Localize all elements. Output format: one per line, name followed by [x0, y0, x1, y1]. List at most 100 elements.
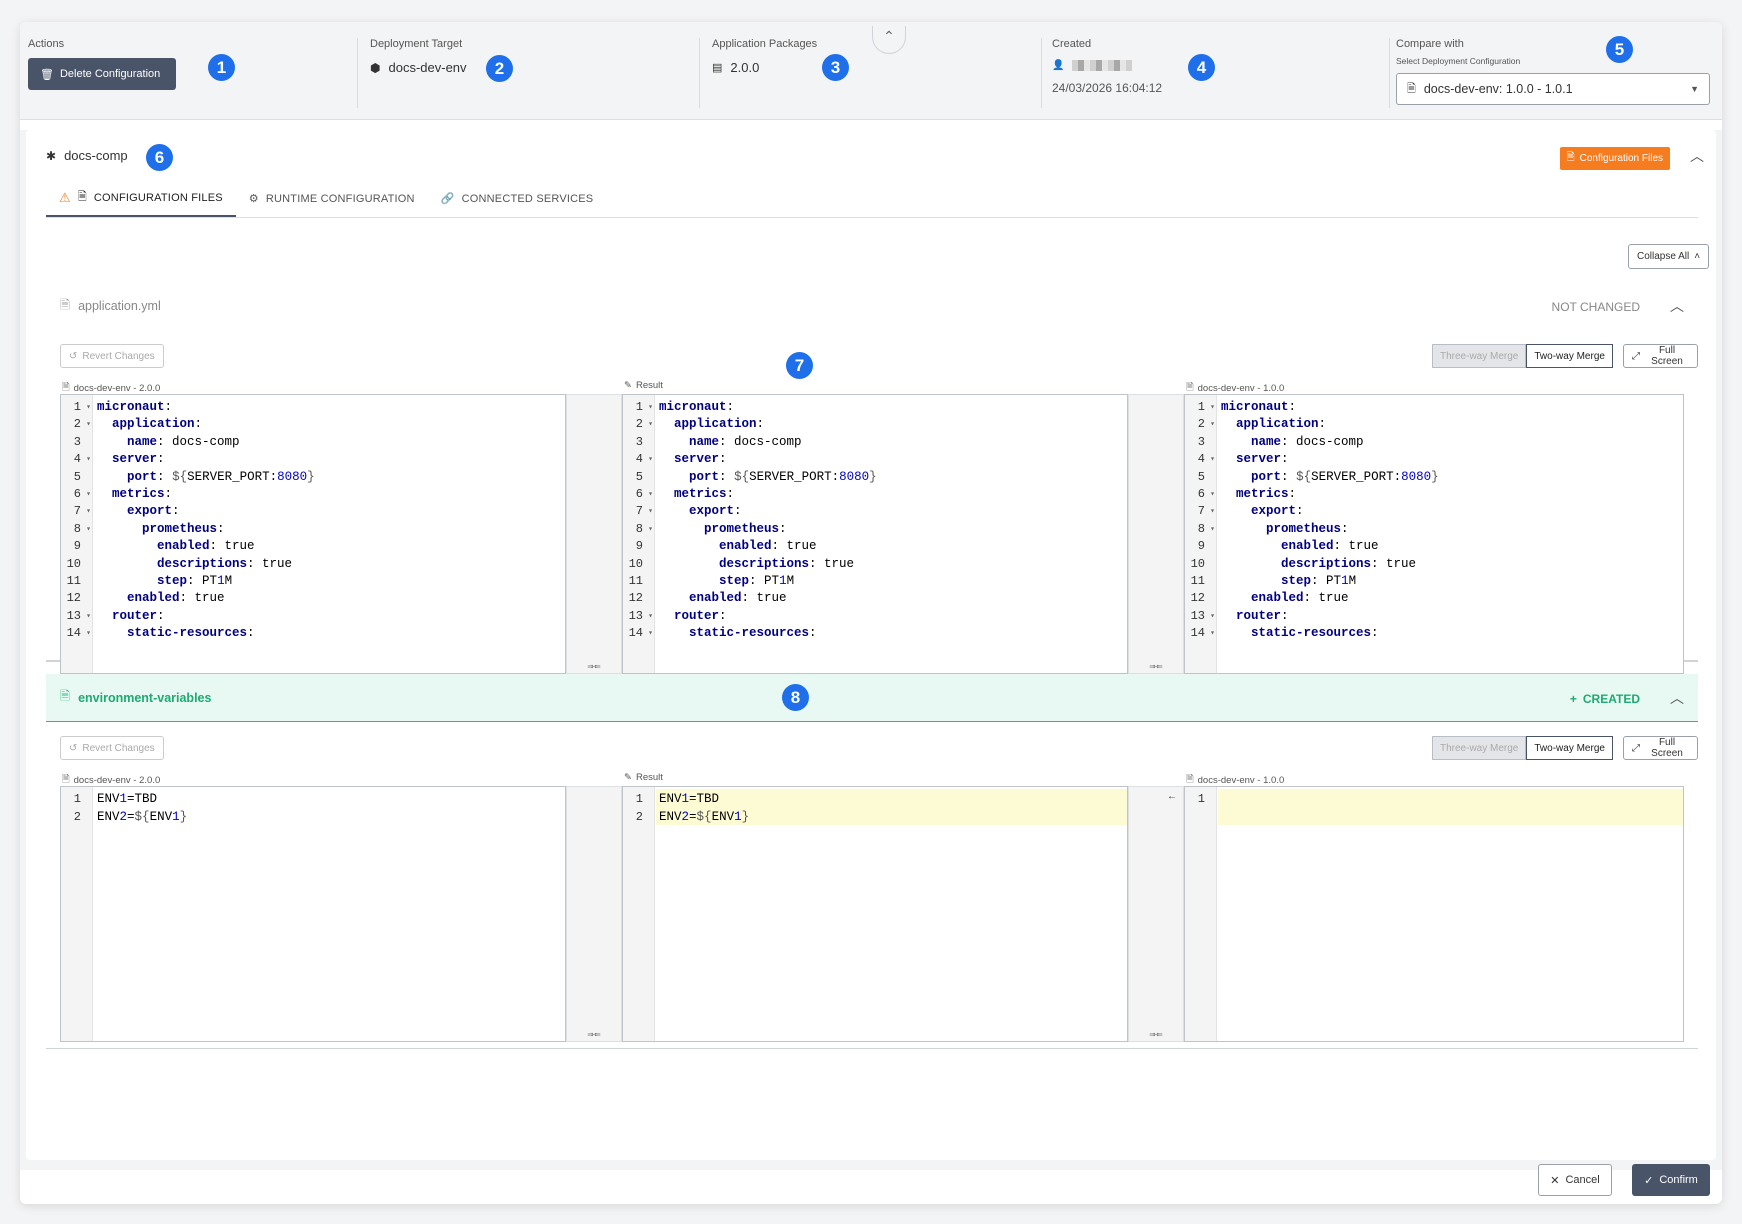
revert-changes-button[interactable]: ↺ Revert Changes — [60, 344, 164, 368]
fold-arrow-icon[interactable]: ▾ — [1210, 420, 1215, 430]
file-icon: 🗎 — [62, 774, 70, 785]
fold-arrow-icon[interactable]: ▾ — [1210, 524, 1215, 534]
collapse-file-chevron-icon[interactable]: ︿ — [1670, 690, 1684, 706]
file-header[interactable]: 🗎 environment-variables — [46, 674, 1698, 722]
line-number: 6▾ — [61, 485, 93, 504]
cancel-button[interactable]: ✕ Cancel — [1538, 1164, 1612, 1196]
fold-arrow-icon[interactable]: ▾ — [1210, 507, 1215, 517]
merge-arrows-icon[interactable]: ⇒⇐ — [587, 1030, 601, 1039]
code-line: application: — [112, 417, 203, 432]
line-number: 3 — [1197, 434, 1205, 449]
fold-arrow-icon[interactable]: ▾ — [1210, 611, 1215, 621]
right-code-editor[interactable]: 1▾micronaut:2▾ application:3 name: docs-… — [1184, 394, 1684, 674]
code-line: port: ${SERVER_PORT:8080} — [1251, 469, 1439, 484]
three-way-merge-option[interactable]: Three-way Merge — [1432, 344, 1527, 368]
merge-arrows-icon[interactable]: ⇒⇐ — [587, 662, 601, 671]
line-number: 8▾ — [61, 520, 93, 539]
two-way-merge-option[interactable]: Two-way Merge — [1526, 736, 1613, 760]
fold-arrow-icon[interactable]: ▾ — [648, 507, 653, 517]
line-number: 11 — [1190, 574, 1205, 588]
line-number: 13▾ — [61, 607, 93, 626]
tab-configuration-files[interactable]: ⚠ 🗎 CONFIGURATION FILES — [46, 180, 236, 217]
fold-arrow-icon[interactable]: ▾ — [648, 629, 653, 639]
result-code-editor[interactable]: 1▾micronaut:2▾ application:3 name: docs-… — [622, 394, 1128, 674]
fold-arrow-icon[interactable]: ▾ — [648, 524, 653, 534]
puzzle-icon: ✱ — [46, 148, 57, 163]
user-icon: 👤 — [1052, 60, 1065, 71]
component-title[interactable]: ✱ docs-comp — [46, 148, 128, 163]
file-icon: 🗎 — [77, 191, 87, 203]
line-number: 1 — [635, 792, 643, 806]
fold-arrow-icon[interactable]: ▾ — [86, 611, 91, 621]
file-header[interactable]: 🗎 application.yml — [46, 282, 1698, 330]
file-status: + CREATED — [1569, 692, 1640, 706]
merge-mode-toggle: Three-way Merge Two-way Merge — [1432, 344, 1613, 368]
fold-arrow-icon[interactable]: ▾ — [86, 455, 91, 465]
two-way-merge-option[interactable]: Two-way Merge — [1526, 344, 1613, 368]
full-screen-button[interactable]: ⤢ Full Screen — [1623, 736, 1698, 760]
merge-arrows-icon[interactable]: ⇒⇐ — [1149, 1030, 1163, 1039]
fold-arrow-icon[interactable]: ▾ — [86, 403, 91, 412]
confirm-button[interactable]: ✓ Confirm — [1632, 1164, 1710, 1196]
delete-configuration-button[interactable]: 🗑 Delete Configuration — [28, 58, 177, 90]
expand-icon: ⤢ — [1632, 350, 1640, 362]
fold-arrow-icon[interactable]: ▾ — [1210, 403, 1215, 412]
fold-arrow-icon[interactable]: ▾ — [648, 403, 653, 412]
full-screen-button[interactable]: ⤢ Full Screen — [1623, 344, 1698, 368]
fold-arrow-icon[interactable]: ▾ — [86, 629, 91, 639]
compare-configuration-select[interactable]: 🗎 docs-dev-env: 1.0.0 - 1.0.1 ▼ — [1396, 73, 1710, 105]
fold-arrow-icon[interactable]: ▾ — [86, 507, 91, 517]
actions-label: Actions — [28, 38, 65, 50]
right-code-editor[interactable]: 1 — [1184, 786, 1684, 1042]
changed-lines-highlight — [656, 789, 1127, 825]
fold-arrow-icon[interactable]: ▾ — [86, 420, 91, 430]
code-line: descriptions: true — [719, 556, 855, 571]
arrow-left-icon[interactable]: ← — [1167, 791, 1177, 802]
fold-arrow-icon[interactable]: ▾ — [648, 420, 653, 430]
fold-arrow-icon[interactable]: ▾ — [648, 455, 653, 465]
configuration-files-tag: 🗎 Configuration Files — [1559, 147, 1670, 170]
tab-connected-services[interactable]: 🔗 CONNECTED SERVICES — [440, 192, 594, 206]
code-line: router: — [674, 608, 727, 623]
created-label: Created — [1052, 38, 1092, 50]
collapse-component-chevron-icon[interactable]: ︿ — [1690, 148, 1704, 164]
code-line: static-resources: — [1251, 626, 1379, 641]
actions-column: Actions 🗑 Delete Configuration — [28, 38, 358, 108]
code-line: prometheus: — [704, 521, 787, 536]
code-line: enabled: true — [689, 591, 787, 606]
fold-arrow-icon[interactable]: ▾ — [1210, 455, 1215, 465]
collapse-file-chevron-icon[interactable]: ︿ — [1670, 298, 1684, 314]
line-number: 10 — [628, 556, 643, 571]
left-code-editor[interactable]: 1▾micronaut:2▾ application:3 name: docs-… — [60, 394, 566, 674]
deployment-target-label: Deployment Target — [370, 38, 463, 50]
line-number: 8▾ — [1185, 520, 1217, 539]
revert-changes-button[interactable]: ↺ Revert Changes — [60, 736, 164, 760]
dialog-content: ✱ docs-comp 6 🗎 Configuration Files ︿ ⚠ … — [20, 130, 1722, 1170]
line-number: 2▾ — [61, 415, 93, 434]
fold-arrow-icon[interactable]: ▾ — [86, 490, 91, 499]
code-line: application: — [1236, 417, 1327, 432]
right-pane-label: 🗎docs-dev-env - 1.0.0 — [1186, 380, 1284, 396]
link-icon: 🔗 — [440, 193, 455, 205]
fold-arrow-icon[interactable]: ▾ — [1210, 490, 1215, 499]
application-packages-label: Application Packages — [712, 38, 818, 50]
code-line: step: PT1M — [157, 574, 233, 588]
line-number: 14▾ — [61, 624, 93, 643]
fold-arrow-icon[interactable]: ▾ — [1210, 629, 1215, 639]
fold-arrow-icon[interactable]: ▾ — [648, 490, 653, 499]
plus-icon: + — [1569, 692, 1577, 706]
fold-arrow-icon[interactable]: ▾ — [648, 611, 653, 621]
merge-arrows-icon[interactable]: ⇒⇐ — [1149, 662, 1163, 671]
component-tabs: ⚠ 🗎 CONFIGURATION FILES ⚙ RUNTIME CONFIG… — [46, 180, 1698, 218]
collapse-header-button[interactable]: ⌃ — [872, 26, 906, 54]
line-number: 2 — [635, 810, 643, 824]
collapse-all-button[interactable]: Collapse All ˄ — [1628, 244, 1710, 269]
tab-runtime-configuration[interactable]: ⚙ RUNTIME CONFIGURATION — [248, 192, 415, 206]
fold-arrow-icon[interactable]: ▾ — [86, 524, 91, 534]
line-number: 5 — [73, 469, 81, 484]
code-line: server: — [112, 452, 165, 467]
three-way-merge-option[interactable]: Three-way Merge — [1432, 736, 1527, 760]
code-line: name: docs-comp — [689, 434, 802, 449]
